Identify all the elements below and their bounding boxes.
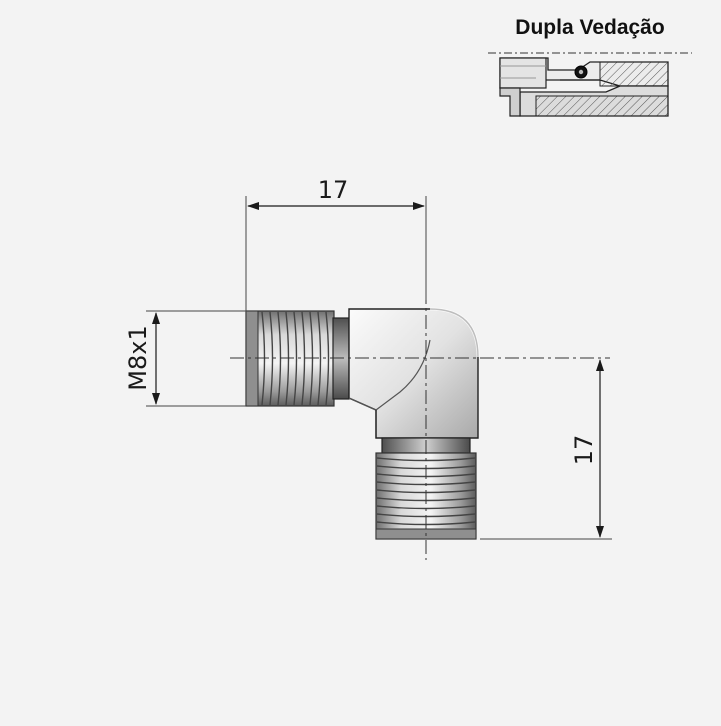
inset-title: Dupla Vedação bbox=[515, 16, 665, 39]
elbow-fitting-icon bbox=[245, 307, 480, 540]
thread-ridge bbox=[301, 311, 306, 406]
thread-ridge bbox=[293, 311, 298, 406]
center-lines bbox=[230, 290, 610, 560]
thread-ridge bbox=[317, 311, 322, 406]
thread-ridge bbox=[325, 311, 330, 406]
dimension-horizontal: 17 bbox=[245, 176, 427, 312]
dimension-vertical: 17 bbox=[480, 359, 612, 540]
thread-ridge bbox=[269, 311, 274, 406]
dimension-vertical-label: 17 bbox=[570, 435, 598, 466]
dimension-thread-label: M8x1 bbox=[124, 325, 152, 390]
seal-section-icon bbox=[488, 52, 692, 117]
dimension-thread: M8x1 bbox=[124, 310, 246, 407]
elbow-body bbox=[348, 308, 479, 439]
dimension-horizontal-label: 17 bbox=[318, 176, 349, 204]
